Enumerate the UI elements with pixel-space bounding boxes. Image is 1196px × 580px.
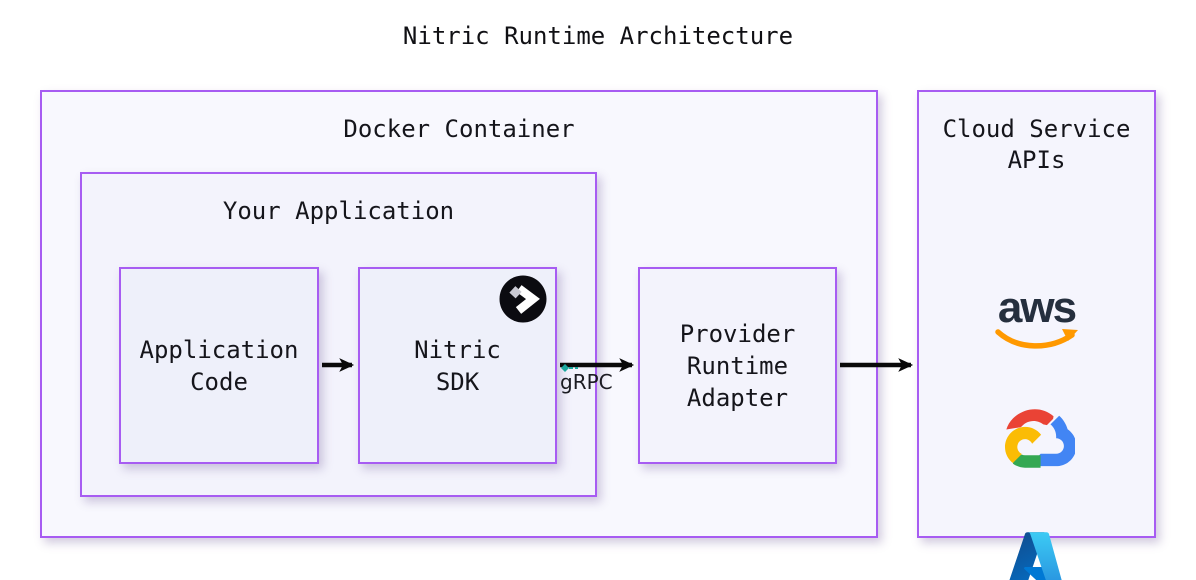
nitric-logo-icon [499,275,547,323]
application-code-node: Application Code [119,267,319,464]
provider-runtime-adapter-label: Provider Runtime Adapter [679,319,796,412]
diagram-title: Nitric Runtime Architecture [402,22,794,50]
cloud-service-apis-box: Cloud Service APIs aws [917,90,1156,580]
nitric-sdk-node: Nitric SDK [358,267,557,464]
grpc-edge-label: gRPC [556,362,626,396]
grpc-label-text: gRPC [560,370,613,394]
application-code-label: Application Code [139,335,299,396]
your-application-label: Your Application [222,197,455,225]
aws-smile-icon [994,329,1078,349]
docker-container-label: Docker Container [343,115,575,143]
cloud-service-apis-label: Cloud Service APIs [942,115,1131,174]
aws-logo-icon: aws [992,283,1082,356]
azure-icon [1008,532,1062,580]
provider-runtime-adapter-node: Provider Runtime Adapter [638,267,837,464]
grpc-icon [561,364,578,372]
nitric-sdk-label: Nitric SDK [414,335,501,396]
google-cloud-icon [1004,409,1075,468]
aws-logo-text: aws [997,283,1077,332]
